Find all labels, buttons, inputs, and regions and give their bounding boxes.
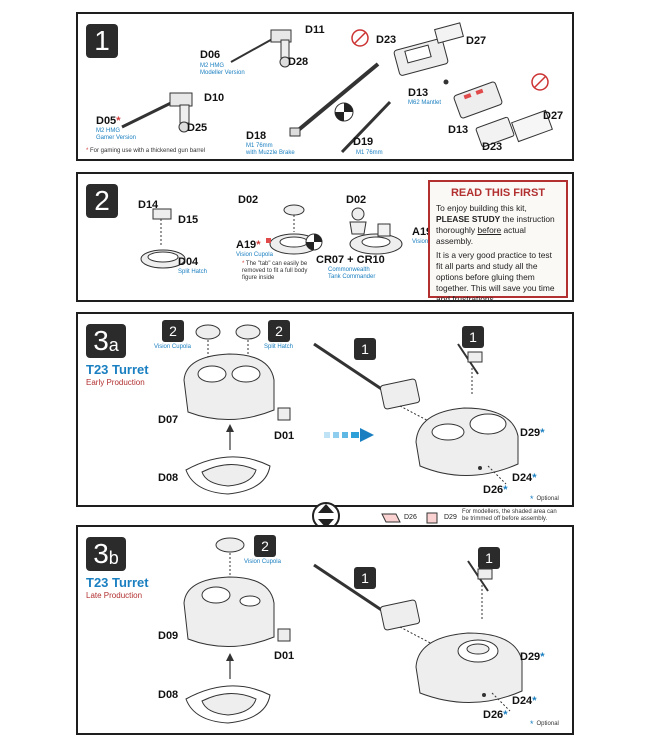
step-3a-split-hatch-badge: 2 (268, 320, 290, 342)
part-d25: D25 (187, 122, 208, 134)
part-d28: D28 (288, 56, 309, 68)
m2-hmg-modeller-drawing (230, 29, 292, 68)
part-d10: D10 (204, 92, 225, 104)
step-3b-optional-legend: *Optional (530, 719, 559, 729)
d19-caption: M1 76mm (356, 150, 383, 156)
read-this-first-title: READ THIS FIRST (450, 187, 546, 199)
part-d04: D04 (178, 256, 199, 268)
part-d13-exploded: D13 (448, 124, 469, 136)
part-d02: D02 (238, 194, 259, 206)
swap-option-icon (312, 502, 340, 530)
d26-shaded-icon (381, 513, 401, 523)
part-a19-commander: A19 (412, 226, 433, 238)
part-d11: D11 (305, 24, 325, 36)
step-3a-part-d24: D24* (512, 472, 537, 484)
step-3a-part-d29: D29* (520, 427, 545, 439)
part-a19: A19* (236, 239, 261, 251)
step-3a-split-hatch-caption: Split Hatch (264, 344, 294, 350)
step-3b-vision-cupola-caption: Vision Cupola (244, 559, 281, 565)
a19-caption: Vision Cupola (236, 252, 273, 258)
step-3a-part-d26: D26* (483, 484, 508, 496)
step-3a-part-d01: D01 (274, 430, 295, 442)
step-3a-optional-legend: *Optional (530, 494, 559, 504)
step-3b-subtitle: Late Production (86, 591, 143, 600)
part-d23-exploded: D23 (482, 141, 503, 153)
barrel-drawings (289, 62, 392, 154)
m2-hmg-gamer-drawing (121, 92, 193, 133)
d13-caption: M62 Mantlet (408, 100, 442, 106)
step-1-number: 1 (86, 24, 118, 58)
step-3b-part-d24: D24* (512, 695, 537, 707)
turret-late-drawing (183, 537, 275, 724)
step-3b-part-d08: D08 (158, 689, 179, 701)
d04-caption: Split Hatch (178, 269, 208, 275)
part-d06: D06 (200, 49, 221, 61)
step-3b-d01-part (277, 628, 291, 642)
step-3a-gun-badge: 1 (354, 338, 376, 360)
part-d18: D18 (246, 130, 267, 142)
step-3b-part-d09: D09 (158, 630, 179, 642)
step-3a-vision-cupola-badge: 2 (162, 320, 184, 342)
part-cr07-cr10: CR07 + CR10 (316, 254, 385, 266)
read-this-first-p2: It is a very good practice to test fit a… (436, 249, 555, 304)
step-3a-subtitle: Early Production (86, 378, 145, 387)
step-3a-part-d07: D07 (158, 414, 179, 426)
mantlet-drawing (351, 22, 464, 85)
modeller-note: D26 D29 For modellers, the shaded area c… (380, 508, 560, 530)
split-hatch-drawing (140, 208, 186, 269)
part-d27-exploded: D27 (543, 110, 564, 122)
step-3a-hmg-badge: 1 (462, 326, 484, 348)
step-2-panel: 2 D14 D15 D04 Split Hatch D02 A19* Visio… (76, 172, 574, 304)
part-d13-top: D13 (408, 87, 429, 99)
gaming-footnote: * For gaming use with a thickened gun ba… (86, 148, 206, 154)
read-this-first-box: READ THIS FIRST To enjoy building this k… (428, 180, 568, 304)
a19-tab-note: * The "tab" can easily be removed to fit… (242, 261, 308, 281)
step-3b-title: T23 Turret (86, 575, 149, 590)
mantlet-exploded-drawing (453, 73, 553, 148)
step-3b-part-d26: D26* (483, 709, 508, 721)
commander-cupola-drawing (349, 207, 403, 255)
step-3a-assembled-turret-drawing (313, 342, 519, 485)
step-3b-hmg-badge: 1 (478, 547, 500, 569)
d29-shaded-icon (426, 512, 438, 524)
step-3a-arrow-icon (324, 428, 374, 442)
part-d27-top: D27 (466, 35, 487, 47)
step-3a-part-d08: D08 (158, 472, 179, 484)
step-3b-assembled-turret-drawing (313, 560, 523, 712)
glue-symbol-icon (305, 233, 323, 251)
step-2-number: 2 (86, 184, 118, 218)
read-this-first-p1: To enjoy building this kit, PLEASE STUDY… (436, 203, 555, 247)
note-d26: D26 (404, 514, 417, 521)
step-3b-gun-badge: 1 (354, 567, 376, 589)
note-d29: D29 (444, 514, 457, 521)
part-d15: D15 (178, 214, 199, 226)
part-d23-top: D23 (376, 34, 397, 46)
step-3a-vision-cupola-caption: Vision Cupola (154, 344, 191, 350)
part-d02-commander: D02 (346, 194, 367, 206)
step-3b-vision-cupola-badge: 2 (254, 535, 276, 557)
step-3a-d01-part (277, 407, 291, 421)
step-3a-title: T23 Turret (86, 362, 149, 377)
turret-early-drawing (183, 324, 275, 495)
part-d19: D19 (353, 136, 374, 148)
step-3b-part-d01: D01 (274, 650, 295, 662)
step-3b-part-d29: D29* (520, 651, 545, 663)
part-d05: D05* (96, 115, 121, 127)
part-d14: D14 (138, 199, 159, 211)
